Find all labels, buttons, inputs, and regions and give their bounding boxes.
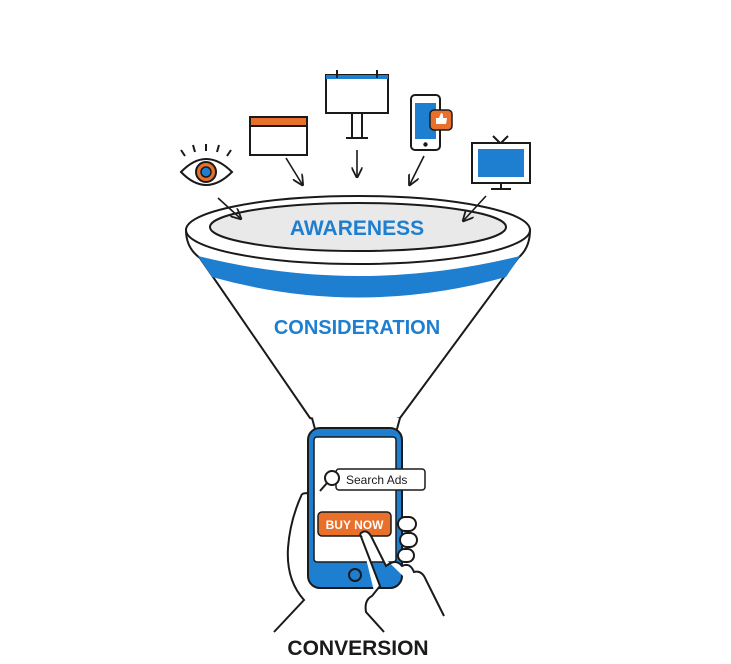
stage-awareness: AWARENESS: [290, 217, 424, 240]
buy-now-button[interactable]: [317, 511, 392, 537]
search-text: Search Ads: [346, 473, 407, 487]
phone-screen: [313, 436, 397, 563]
arrows: [217, 150, 487, 220]
smartphone-like-icon: [410, 94, 453, 151]
stage-consideration: CONSIDERATION: [274, 317, 440, 339]
arrow-phone: [410, 155, 425, 184]
stage-conversion: CONVERSION: [287, 637, 428, 660]
arrow-tv: [464, 195, 487, 220]
arrow-eye: [217, 197, 240, 218]
right-hand-fingers: [397, 516, 418, 563]
browser-window-icon: [249, 116, 308, 156]
arrow-browser: [285, 157, 302, 184]
funnel-opening: [209, 202, 507, 252]
billboard-icon: [325, 70, 389, 139]
phone-home-button[interactable]: [348, 568, 362, 582]
conversion-phone: Search Ads BUY NOW: [273, 427, 445, 633]
funnel-blue-band: [198, 256, 520, 298]
buy-now-label: BUY NOW: [326, 518, 384, 532]
pointing-hand-icon: [359, 530, 445, 633]
funnel: AWARENESS CONSIDERATION: [184, 195, 532, 446]
left-hand: [273, 493, 306, 633]
tv-icon: [471, 135, 531, 190]
eye-icon: [179, 144, 234, 186]
magnifier-icon: [319, 470, 340, 492]
